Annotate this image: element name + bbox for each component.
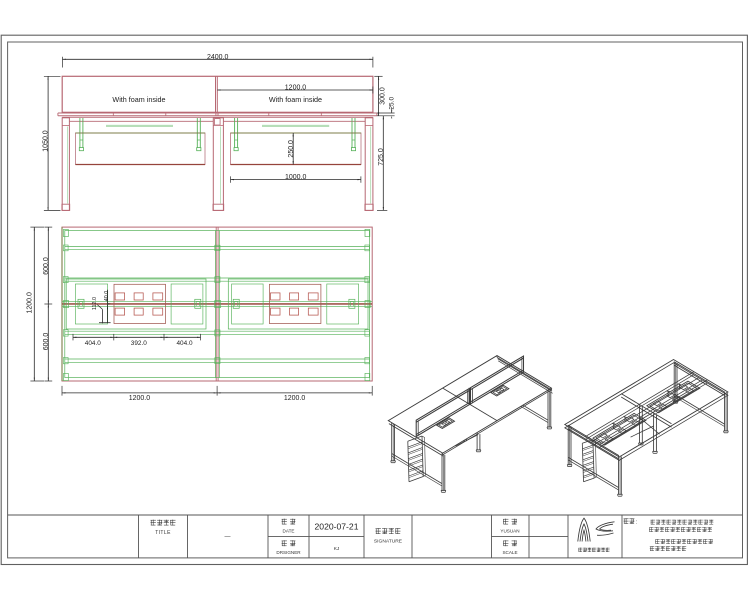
svg-text:1200.0: 1200.0 xyxy=(285,84,307,91)
svg-text:404.0: 404.0 xyxy=(85,340,101,347)
svg-text:1050.0: 1050.0 xyxy=(43,130,50,152)
svg-text:392.0: 392.0 xyxy=(131,340,147,347)
svg-text:1000.0: 1000.0 xyxy=(285,174,307,181)
svg-text::: : xyxy=(636,520,638,526)
svg-text:1200.0: 1200.0 xyxy=(284,395,306,402)
svg-text:404.0: 404.0 xyxy=(177,340,193,347)
svg-text:2020-07-21: 2020-07-21 xyxy=(315,521,359,531)
svg-text:With foam inside: With foam inside xyxy=(112,95,165,104)
svg-text:YUSUAN: YUSUAN xyxy=(500,528,519,533)
svg-text:SIGNATURE: SIGNATURE xyxy=(374,538,403,544)
svg-text:1200.0: 1200.0 xyxy=(27,292,34,314)
svg-text:KJ: KJ xyxy=(334,546,340,552)
svg-text:TITLE: TITLE xyxy=(155,530,171,536)
svg-text:40.0: 40.0 xyxy=(104,291,110,302)
svg-text:25.0: 25.0 xyxy=(388,96,395,109)
svg-text:With foam inside: With foam inside xyxy=(269,95,322,104)
svg-text:2400.0: 2400.0 xyxy=(207,54,229,61)
svg-text:1200.0: 1200.0 xyxy=(129,395,151,402)
svg-text:DRSIGNER: DRSIGNER xyxy=(276,550,301,555)
svg-text:—: — xyxy=(225,535,231,541)
svg-text:725.0: 725.0 xyxy=(378,148,385,166)
svg-text:SCALE: SCALE xyxy=(502,550,517,555)
svg-text:600.0: 600.0 xyxy=(43,257,50,275)
svg-text:600.0: 600.0 xyxy=(43,333,50,351)
svg-text:DATE: DATE xyxy=(283,528,295,533)
svg-text:250.0: 250.0 xyxy=(288,140,295,158)
svg-text:300.0: 300.0 xyxy=(379,87,386,105)
svg-text:112.0: 112.0 xyxy=(92,297,98,310)
